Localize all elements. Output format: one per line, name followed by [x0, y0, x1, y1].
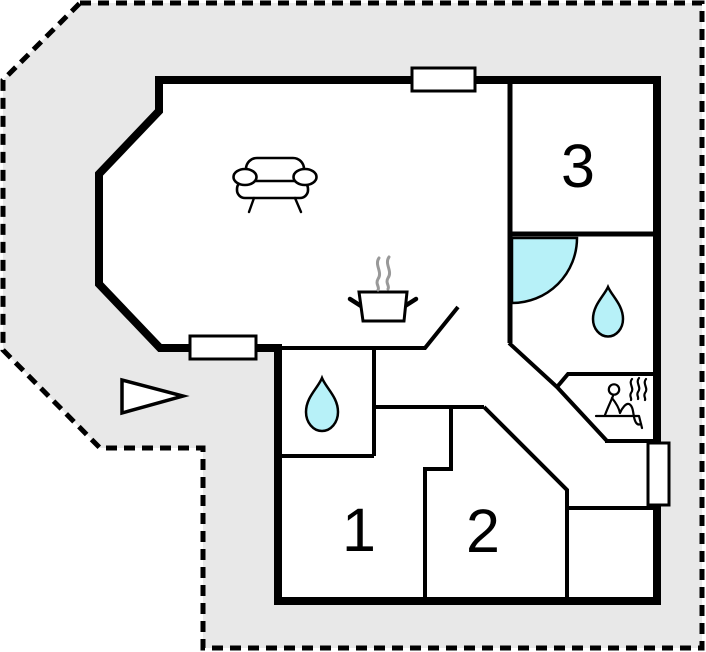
sofa-icon: [232, 156, 318, 214]
room-1-label: 1: [342, 496, 376, 564]
sauna-person-icon: [594, 376, 648, 430]
corner-shower-icon: [510, 236, 579, 305]
water-drop-icon-bathroom-right: [591, 283, 625, 338]
cooking-pot-icon: [347, 290, 419, 323]
water-drop-icon-bathroom-left: [304, 374, 340, 433]
window-marker-right: [646, 441, 671, 507]
window-marker-left: [188, 334, 258, 361]
steam-lines-icon: [375, 255, 392, 292]
room-2-label: 2: [466, 497, 500, 565]
room-3-label: 3: [561, 132, 595, 200]
entrance-arrow-icon: [120, 377, 190, 416]
window-marker-top: [410, 66, 477, 93]
interior-walls: [282, 84, 657, 601]
